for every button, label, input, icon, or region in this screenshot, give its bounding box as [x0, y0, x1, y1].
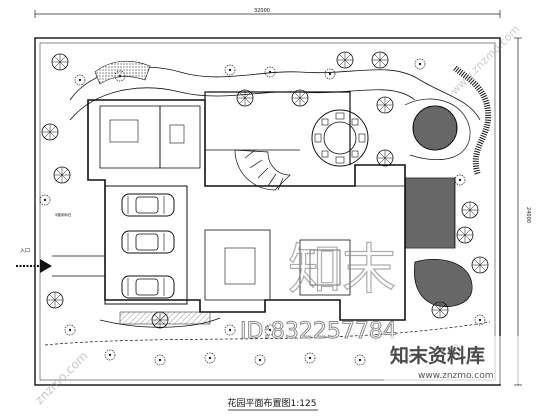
dim-right-label: 24000: [525, 207, 531, 223]
dimension-lines: [34, 10, 522, 386]
pebble-stream: [453, 65, 492, 176]
watermark-diagonal-right: www.znzmo.com: [448, 23, 522, 97]
pond-south: [413, 259, 473, 307]
car: [121, 230, 175, 254]
drawing-title: 花园平面布置图1:125: [228, 397, 317, 409]
entrance-arrow-icon: [16, 259, 52, 273]
driveway: [52, 255, 105, 277]
spiral-staircase: [234, 149, 291, 191]
pond-north: [412, 105, 458, 151]
watermark-site-url: www.znzmo.com: [418, 371, 493, 381]
dim-top-label: 32000: [254, 8, 270, 14]
gravel-terrace: [404, 177, 456, 249]
car: [121, 193, 175, 217]
watermark-badge: [384, 336, 558, 384]
watermark-id: ID:832257784: [240, 319, 397, 344]
round-dining-table: [311, 109, 369, 167]
entrance-note: 入口: [20, 248, 30, 254]
south-hedge: [44, 321, 491, 346]
watermark-logo-text: 知末: [288, 238, 396, 301]
house-outline: [87, 91, 406, 321]
garage: [104, 185, 188, 305]
watermark-site-name: 知末资料库: [390, 344, 485, 367]
car: [121, 275, 175, 299]
watermark-diagonal-left: znzmo.com: [32, 349, 90, 407]
rooms: [99, 105, 405, 301]
gravel-note: 5厘米砾石: [55, 212, 72, 217]
site-boundary: [34, 37, 501, 386]
